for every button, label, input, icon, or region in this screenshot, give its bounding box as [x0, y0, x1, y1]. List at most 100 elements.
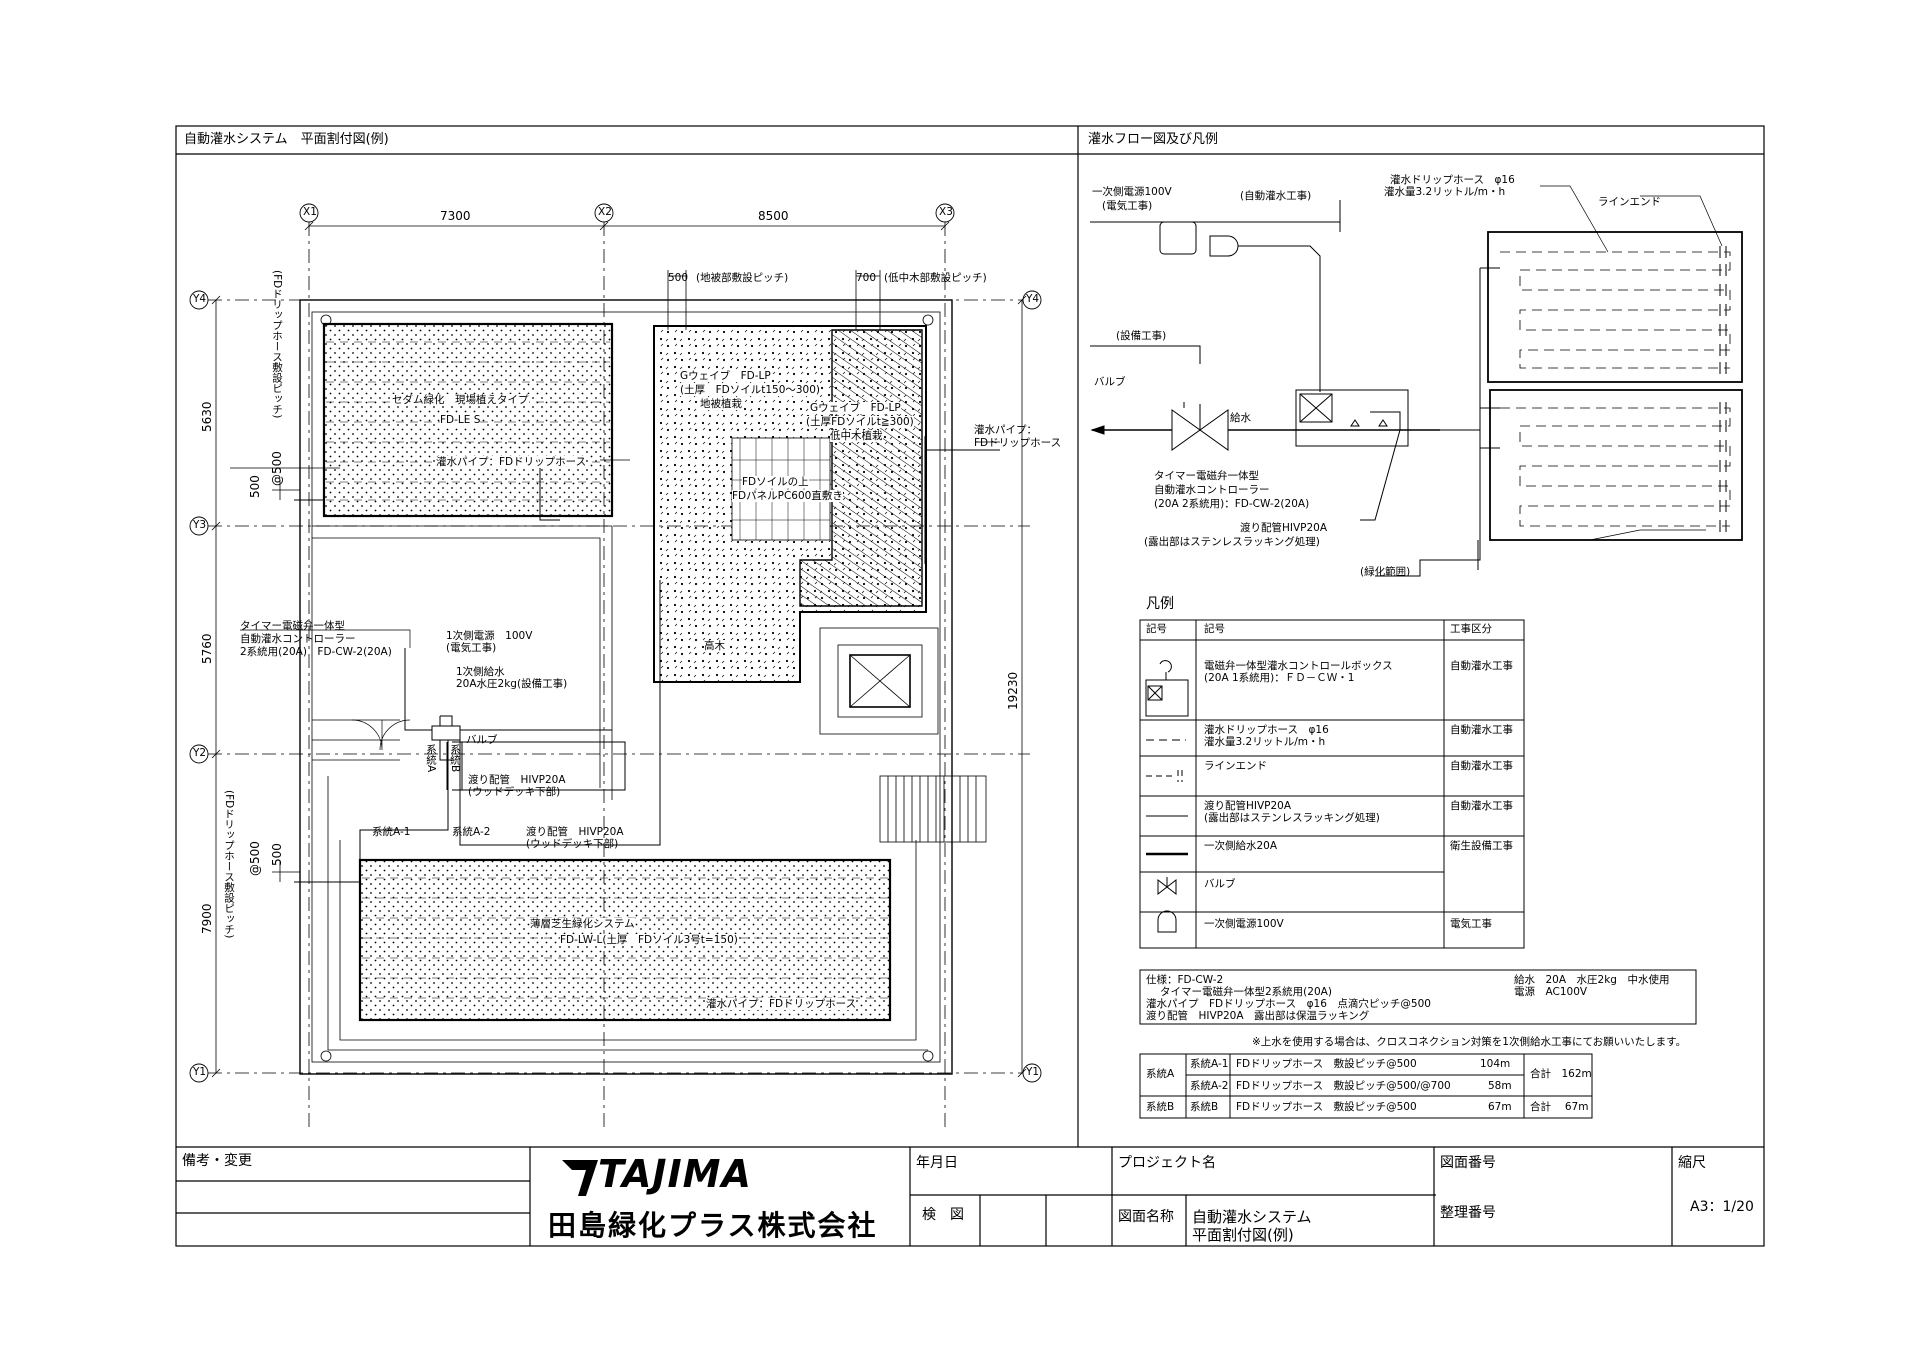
system-a-sum: 合計 162m	[1530, 1068, 1592, 1080]
legend-row-desc: 一次側電源100V	[1204, 918, 1284, 930]
gwave1-label: Gウェイブ FD-LP	[680, 370, 771, 383]
legend-row-category: 自動灌水工事	[1450, 760, 1513, 772]
system-b: 系統B	[1146, 1101, 1175, 1113]
sheet-frame	[175, 125, 1765, 1247]
grid-x1: X1	[303, 206, 317, 218]
plan-pipe-1: 灌水パイプ：	[974, 424, 1037, 436]
spec-note: ※上水を使用する場合は、クロスコネクション対策を1次側給水工事にてお願いいたしま…	[1252, 1036, 1687, 1048]
grid-x3: X3	[939, 206, 953, 218]
plan-pipe-2: FDドリップホース	[974, 437, 1062, 449]
grid-y2: Y2	[193, 747, 207, 759]
flow-power-2: (電気工事)	[1102, 200, 1153, 212]
plan-header: 自動灌水システム 平面割付図(例)	[184, 132, 389, 147]
soil-panel-1: FDソイルの上	[742, 476, 809, 489]
system-a: 系統A	[1146, 1068, 1175, 1080]
turf-label: 薄層芝生緑化システム	[530, 918, 635, 931]
drip-pitch-label-top: (FDドリップホース敷設ピッチ)	[271, 270, 283, 419]
scale-value: A3：1/20	[1690, 1199, 1754, 1215]
company-name: 田島緑化プラス株式会社	[548, 1209, 878, 1242]
flow-cross-1: 渡り配管HIVP20A	[1240, 522, 1328, 534]
date-label: 年月日	[916, 1155, 958, 1171]
system-b-desc: FDドリップホース 敷設ピッチ@500	[1236, 1101, 1417, 1113]
flow-hose-1: 灌水ドリップホース φ16	[1390, 174, 1515, 186]
legend-header-category: 工事区分	[1450, 623, 1492, 635]
sedum-label: セダム緑化 現場植えタイプ	[392, 394, 529, 407]
legend-row-category: 自動灌水工事	[1450, 724, 1513, 736]
plan-ctrl-1: タイマー電磁弁一体型	[240, 620, 345, 632]
plan-cross1-1: 渡り配管 HIVP20A	[468, 774, 566, 786]
check-label: 検 図	[922, 1207, 964, 1223]
plan-power-2: (電気工事)	[446, 642, 497, 654]
plan-sys-a1: 系統A-1	[372, 826, 411, 838]
gwave1-plant: 地被植栽	[700, 398, 742, 411]
legend-row-desc: バルブ	[1204, 878, 1236, 890]
grid-y4-right: Y4	[1026, 293, 1040, 305]
plan-sys-a: 系統A	[425, 744, 437, 773]
pitch-500: 500	[668, 272, 689, 284]
plan-ctrl-2: 自動灌水コントローラー	[240, 633, 356, 645]
dim-7300: 7300	[440, 209, 471, 223]
system-b1: 系統B	[1190, 1101, 1219, 1113]
spec-line-2: タイマー電磁弁一体型2系統用(20A)	[1160, 986, 1332, 998]
spec-right-2: 電源 AC100V	[1514, 986, 1588, 998]
plan-cross2-1: 渡り配管 HIVP20A	[526, 826, 624, 838]
flow-line-end: ラインエンド	[1598, 196, 1661, 208]
gwave2-label: Gウェイブ FD-LP	[810, 402, 901, 415]
system-a1-desc: FDドリップホース 敷設ピッチ@500	[1236, 1058, 1417, 1070]
plan-sys-a2: 系統A-2	[452, 826, 491, 838]
flow-cross-2: (露出部はステンレスラッキング処理)	[1144, 536, 1320, 548]
legend-row-category: 自動灌水工事	[1450, 800, 1513, 812]
plan-cross1-2: (ウッドデッキ下部)	[468, 786, 561, 798]
sedum-code: FD-LE S	[440, 414, 481, 427]
remarks-label: 備考・変更	[182, 1153, 252, 1169]
drip-pitch-label-bottom: (FDドリップホース敷設ピッチ)	[223, 790, 235, 939]
flow-ctrl-1: タイマー電磁弁一体型	[1154, 470, 1259, 482]
plan-cross2-2: (ウッドデッキ下部)	[526, 838, 619, 850]
grid-y1: Y1	[193, 1066, 207, 1078]
reference-number-label: 整理番号	[1440, 1205, 1496, 1221]
legend-row-category: 衛生設備工事	[1450, 840, 1513, 852]
grid-x2: X2	[598, 206, 612, 218]
system-b-length: 67m	[1488, 1101, 1512, 1113]
tree-label: 高木	[704, 640, 725, 653]
grid-y3: Y3	[193, 519, 207, 531]
flow-ctrl-3: (20A 2系統用)：FD-CW-2(20A)	[1154, 498, 1310, 510]
legend-row-desc: 一次側給水20A	[1204, 840, 1278, 852]
flow-hose-2: 灌水量3.2リットル/m・h	[1384, 186, 1506, 198]
pitch-500-note: (地被部敷設ピッチ)	[696, 272, 789, 284]
gwave2-soil: (土厚FDソイルt≧300)	[806, 416, 914, 429]
plan-sys-b: 系統B	[449, 744, 461, 773]
drawing-name-2: 平面割付図(例)	[1192, 1226, 1294, 1244]
flow-auto: (自動灌水工事)	[1240, 190, 1312, 202]
drawing-name-1: 自動灌水システム	[1192, 1208, 1312, 1226]
system-a2: 系統A-2	[1190, 1080, 1229, 1092]
turf-pipe: 灌水パイプ：FDドリップホース	[706, 998, 857, 1011]
drawing-name-label: 図面名称	[1118, 1209, 1174, 1225]
tajima-logo: TAJIMA	[598, 1152, 752, 1196]
plan-valve: バルブ	[466, 734, 498, 746]
grid-y1-right: Y1	[1026, 1066, 1040, 1078]
spec-right-1: 給水 20A 水圧2kg 中水使用	[1514, 974, 1670, 986]
legend-header-desc: 記号	[1204, 623, 1225, 635]
legend-row-desc: 灌水ドリップホース φ16 灌水量3.2リットル/m・h	[1204, 724, 1329, 749]
flow-ctrl-2: 自動灌水コントローラー	[1154, 484, 1270, 496]
plan-power-1: 1次側電源 100V	[446, 630, 533, 642]
system-b-sum: 合計 67m	[1530, 1101, 1589, 1113]
system-a2-desc: FDドリップホース 敷設ピッチ@500/@700	[1236, 1080, 1451, 1092]
plan-ctrl-3: 2系統用(20A) FD-CW-2(20A)	[240, 646, 392, 658]
pitch-700: 700	[856, 272, 877, 284]
flow-header: 灌水フロー図及び凡例	[1088, 132, 1219, 147]
grid-y4: Y4	[193, 293, 207, 305]
drawing-number-label: 図面番号	[1440, 1155, 1496, 1171]
spec-line-3: 灌水パイプ FDドリップホース φ16 点滴穴ピッチ@500	[1146, 998, 1431, 1010]
spec-line-4: 渡り配管 HIVP20A 露出部は保温ラッキング	[1146, 1010, 1370, 1022]
dim-8500: 8500	[758, 209, 789, 223]
system-a1: 系統A-1	[1190, 1058, 1229, 1070]
plan-water-2: 20A水圧2kg(設備工事)	[456, 678, 568, 690]
system-a2-length: 58m	[1488, 1080, 1512, 1092]
spec-line-1: 仕様：FD-CW-2	[1146, 974, 1224, 986]
soil-panel-2: FDパネルPC600直敷き	[732, 490, 843, 503]
scale-label: 縮尺	[1678, 1155, 1706, 1171]
